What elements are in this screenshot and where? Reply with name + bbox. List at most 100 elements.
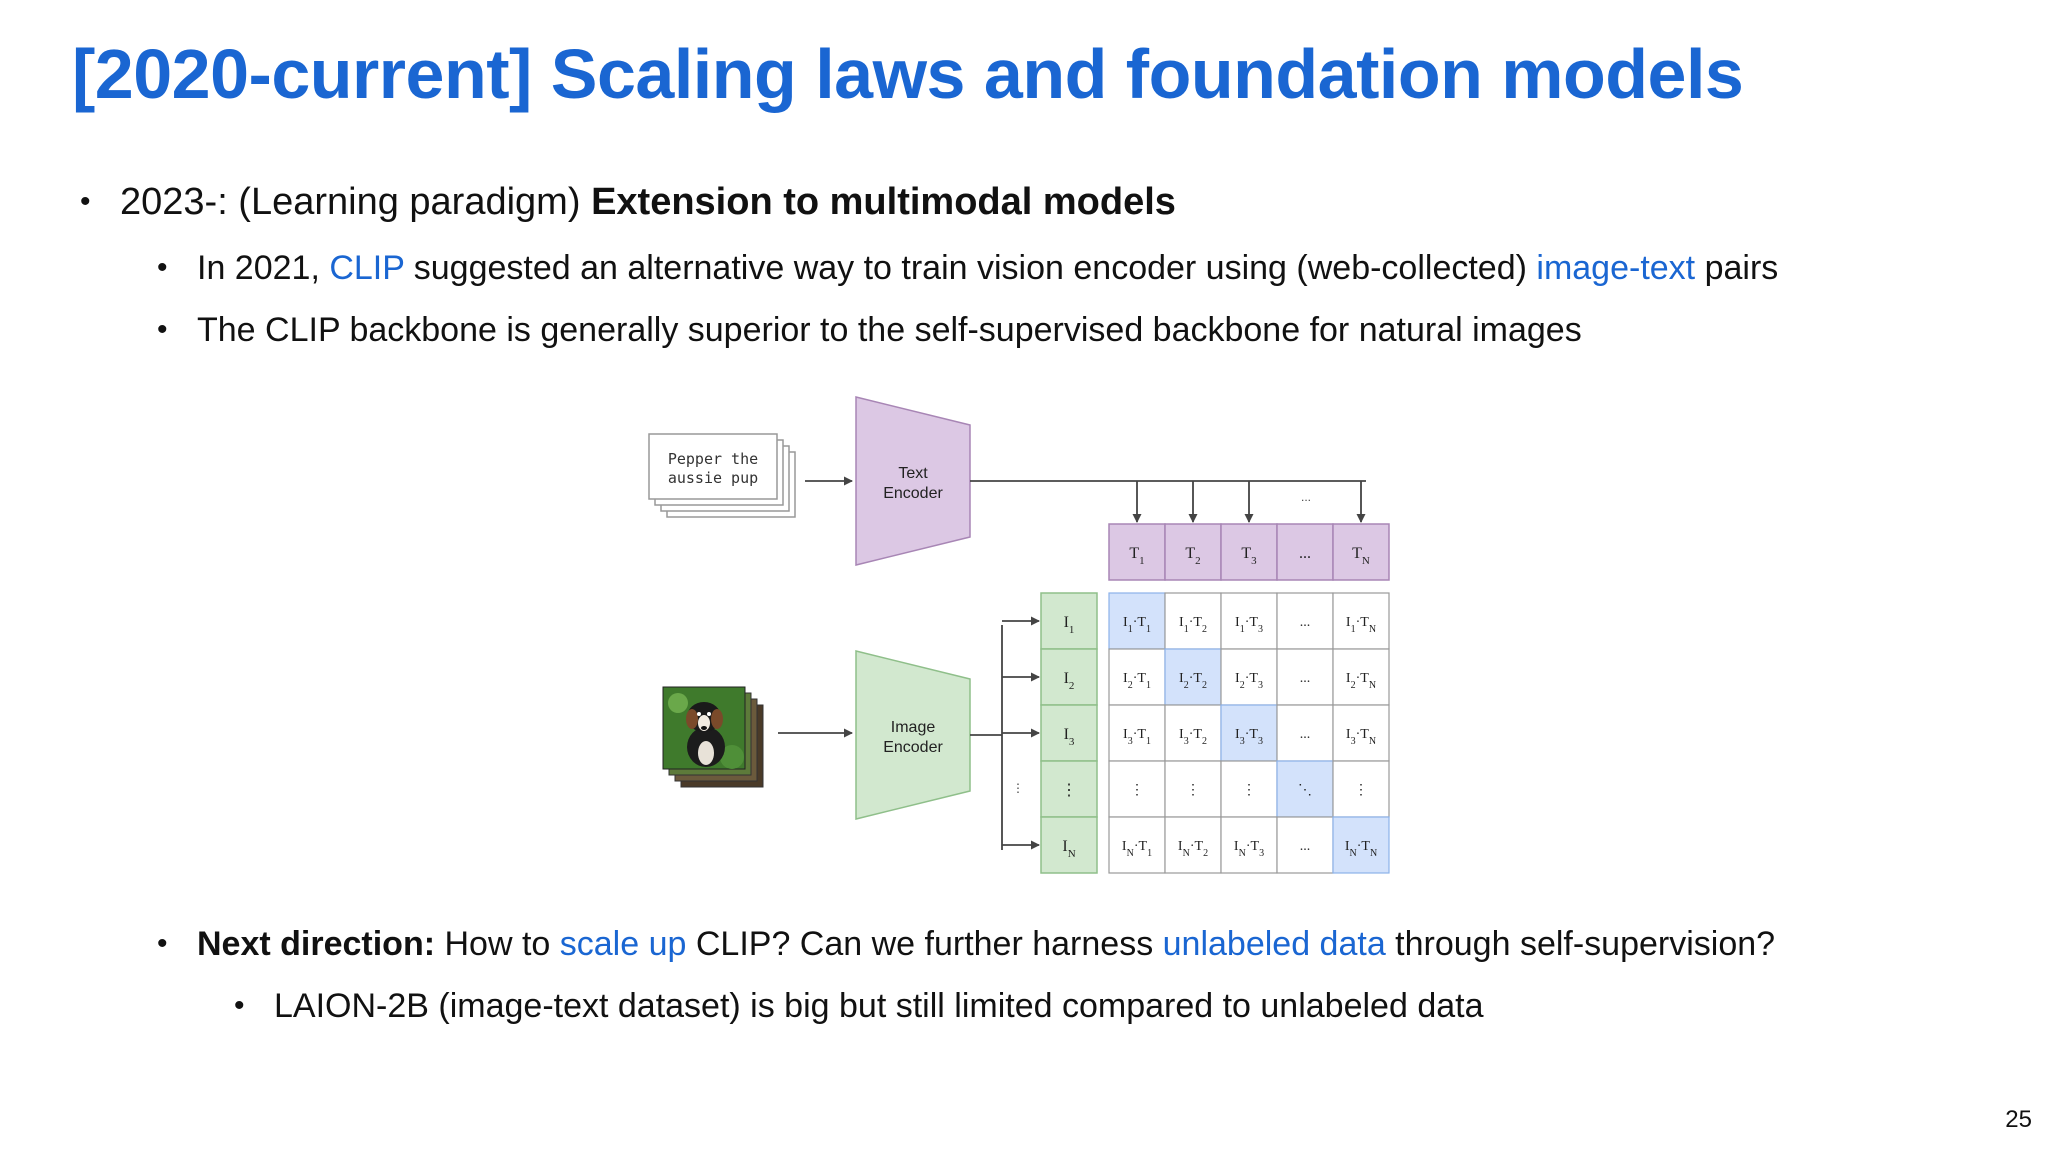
matrix-cell-label: I3·T2 [1179,727,1207,747]
bullet-dot: • [234,989,245,1022]
text-embedding-cell [1108,523,1166,581]
bullet-text: How to [435,925,560,963]
bullet-text: CLIP? Can we further harness [686,925,1163,963]
matrix-cell-label: ⋮ [1186,783,1200,798]
bullet-text: The CLIP backbone is generally superior … [197,311,1582,349]
caption-line-1: Pepper the [668,450,758,468]
bullet-text: In 2021, [197,249,330,287]
matrix-cell-label: I1·T3 [1235,615,1263,635]
matrix-cell-label: I1·T2 [1179,615,1207,635]
matrix-cell-label: ⋮ [1242,783,1256,798]
bullet-laion: • LAION-2B (image-text dataset) is big b… [234,984,1484,1028]
page-number: 25 [2005,1106,2032,1133]
text-encoder-label-1: Text [898,465,928,482]
text-encoder-shape [855,396,971,566]
similarity-matrix: I1·T1 I1·T2 I1·T3... I1·TN I2·T1 I2·T2 I2·T3..… [1108,592,1390,874]
bullet-next-direction: • Next direction: How to scale up CLIP? … [157,922,1776,966]
matrix-cell-label: I3·T3 [1235,727,1263,747]
matrix-cell-label: I3·TN [1346,727,1376,747]
branch-ellipsis: ⋮ [1012,781,1024,795]
image-encoder-label-1: Image [891,719,936,736]
text-embedding-label: T2 [1185,545,1200,567]
matrix-cell [1164,704,1222,762]
bullet-text: pairs [1695,249,1779,287]
matrix-cell-label: I3·T1 [1123,727,1151,747]
matrix-cell [1220,816,1278,874]
text-embedding-cell [1276,523,1334,581]
image-input-stack [662,686,764,788]
matrix-cell-label: ⋮ [1354,783,1368,798]
matrix-cell-label: IN·T1 [1122,839,1152,859]
text-embedding-cell [1220,523,1278,581]
matrix-cell-label: IN·T3 [1234,839,1264,859]
text-encoder: Text Encoder [855,396,971,566]
text-embedding-label: TN [1352,545,1370,567]
matrix-cell-label: ⋱ [1298,783,1312,798]
matrix-cell [1276,816,1334,874]
image-encoder: Image Encoder [855,650,971,820]
matrix-cell [1332,648,1390,706]
clip-link: CLIP [329,249,405,287]
matrix-cell [1164,816,1222,874]
image-encoder-shape [855,650,971,820]
matrix-cell-label: I2·T3 [1235,671,1263,691]
text-input-stack: Pepper the aussie pup [648,433,796,518]
bullet-dot: • [80,185,91,218]
image-encoder-label-2: Encoder [883,739,943,756]
image-embedding-cell [1040,760,1098,818]
bullet-text: LAION-2B (image-text dataset) is big but… [274,987,1484,1025]
matrix-cell-label: I1·T1 [1123,615,1151,635]
matrix-cell [1220,592,1278,650]
dog-photo [668,693,744,769]
bullet-text: 2023-: (Learning paradigm) [120,181,592,223]
matrix-cell-label: I1·TN [1346,615,1376,635]
image-embedding-label: I2 [1064,670,1075,692]
caption-line-2: aussie pup [668,469,758,487]
matrix-cell-label: IN·T2 [1178,839,1208,859]
image-embedding-label: ⋮ [1061,782,1077,799]
bullet-text: through self-supervision? [1385,925,1776,963]
image-embedding-cell [1040,648,1098,706]
top-ellipsis: ... [1301,490,1311,504]
unlabeled-data-link: unlabeled data [1162,925,1386,963]
text-encoder-label-2: Encoder [883,485,943,502]
image-embedding-cell [1040,816,1098,874]
image-embedding-label: IN [1062,838,1075,860]
matrix-cell [1108,704,1166,762]
matrix-diagonal-cell [1108,592,1166,650]
matrix-cell-label: I2·TN [1346,671,1376,691]
text-embedding-label: T3 [1241,545,1257,567]
image-embedding-label: I1 [1064,614,1075,636]
matrix-cell [1276,704,1334,762]
matrix-cell [1276,592,1334,650]
bullet-dot: • [157,927,168,960]
image-embedding-cell [1040,704,1098,762]
slide-title: [2020-current] Scaling laws and foundati… [72,35,1744,113]
bullet-bold-text: Extension to multimodal models [591,181,1176,223]
bullet-text: suggested an alternative way to train vi… [404,249,1537,287]
image-embedding-label: I3 [1064,726,1075,748]
matrix-cell-label: I2·T2 [1179,671,1207,691]
image-embedding-cell [1040,592,1098,650]
scale-up-link: scale up [559,925,687,963]
matrix-cell [1108,760,1166,818]
bullet-clip-backbone: • The CLIP backbone is generally superio… [157,308,1582,352]
text-embedding-label: ... [1299,545,1311,562]
text-embedding-arrows [1132,481,1366,523]
matrix-cell [1332,760,1390,818]
matrix-cell-label: I2·T1 [1123,671,1151,691]
matrix-cell-label: IN·TN [1345,839,1377,859]
matrix-cell-label: ... [1300,839,1311,854]
matrix-diagonal-cell [1332,816,1390,874]
matrix-cell [1220,760,1278,818]
image-text-link: image-text [1536,249,1696,287]
matrix-cell [1108,648,1166,706]
matrix-cell-label: ... [1300,671,1311,686]
image-embedding-arrows [1002,616,1040,850]
bullet-dot: • [157,251,168,284]
bullet-clip-2021: • In 2021, CLIP suggested an alternative… [157,246,1779,290]
matrix-cell [1164,592,1222,650]
bullet-bold-text: Next direction: [197,925,436,963]
